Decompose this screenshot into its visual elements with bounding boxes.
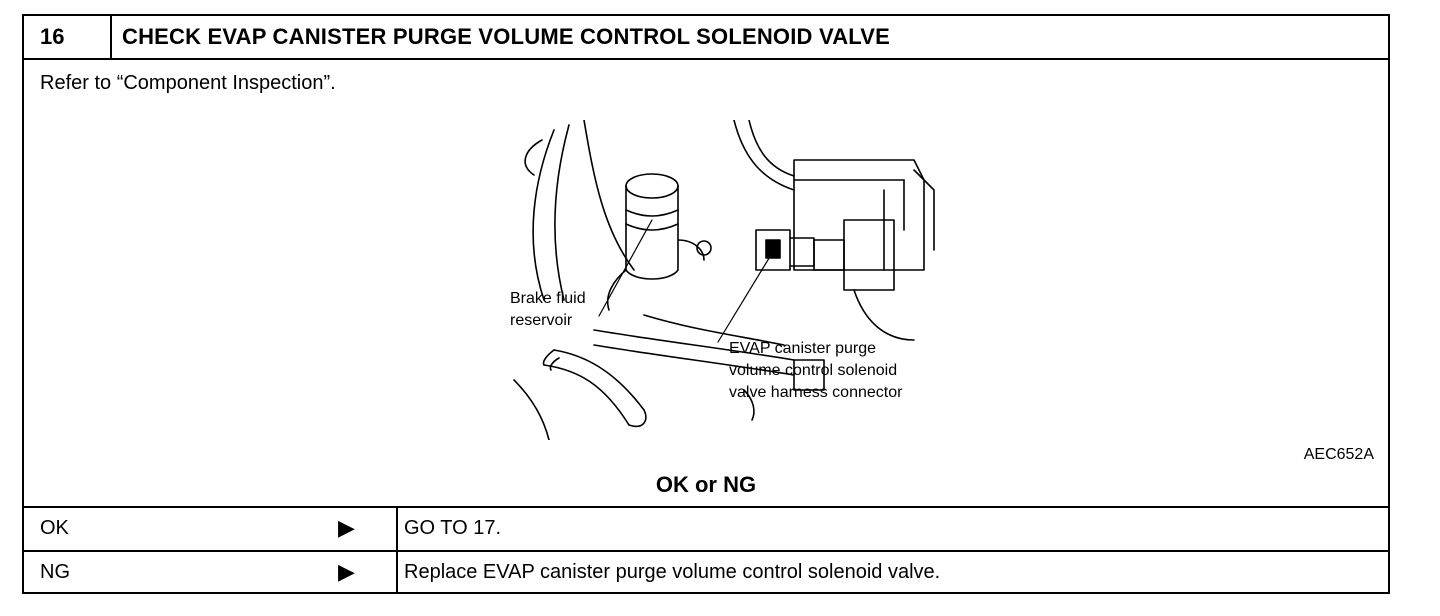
column-divider [396, 552, 398, 594]
engine-bay-drawing [513, 119, 935, 441]
label-connector-line1: EVAP canister purge [729, 340, 877, 357]
result-label-ng: NG [40, 561, 70, 583]
label-connector-line2: volume control solenoid [729, 362, 898, 379]
result-action-ng: Replace EVAP canister purge volume contr… [404, 561, 941, 583]
result-action-ok: GO TO 17. [404, 517, 502, 539]
label-reservoir-line1: Brake fluid [510, 290, 586, 307]
arrow-right-icon: ▶ [338, 559, 355, 584]
result-label-ok: OK [40, 517, 69, 539]
label-evap-connector: EVAP canister purge volume control solen… [729, 338, 902, 404]
result-row-ng: NG ▶ Replace EVAP canister purge volume … [24, 550, 1388, 594]
decision-prompt: OK or NG [655, 472, 757, 497]
arrow-right-icon: ▶ [338, 515, 355, 540]
column-divider [396, 508, 398, 550]
step-header-row: 16 CHECK EVAP CANISTER PURGE VOLUME CONT… [24, 16, 1388, 60]
label-brake-fluid-reservoir: Brake fluid reservoir [510, 288, 586, 332]
instruction-text: Refer to “Component Inspection”. [40, 72, 336, 94]
step-title: CHECK EVAP CANISTER PURGE VOLUME CONTROL… [122, 24, 891, 49]
step-body: Refer to “Component Inspection”. [24, 60, 1388, 506]
procedure-table: 16 CHECK EVAP CANISTER PURGE VOLUME CONT… [22, 14, 1390, 594]
label-connector-line3: valve harness connector [729, 384, 903, 401]
label-reservoir-line2: reservoir [510, 312, 573, 329]
result-row-ok: OK ▶ GO TO 17. [24, 506, 1388, 550]
step-number: 16 [24, 16, 112, 58]
figure-code: AEC652A [1303, 446, 1374, 463]
engine-bay-illustration: Brake fluid reservoir EVAP canister purg… [494, 119, 954, 441]
